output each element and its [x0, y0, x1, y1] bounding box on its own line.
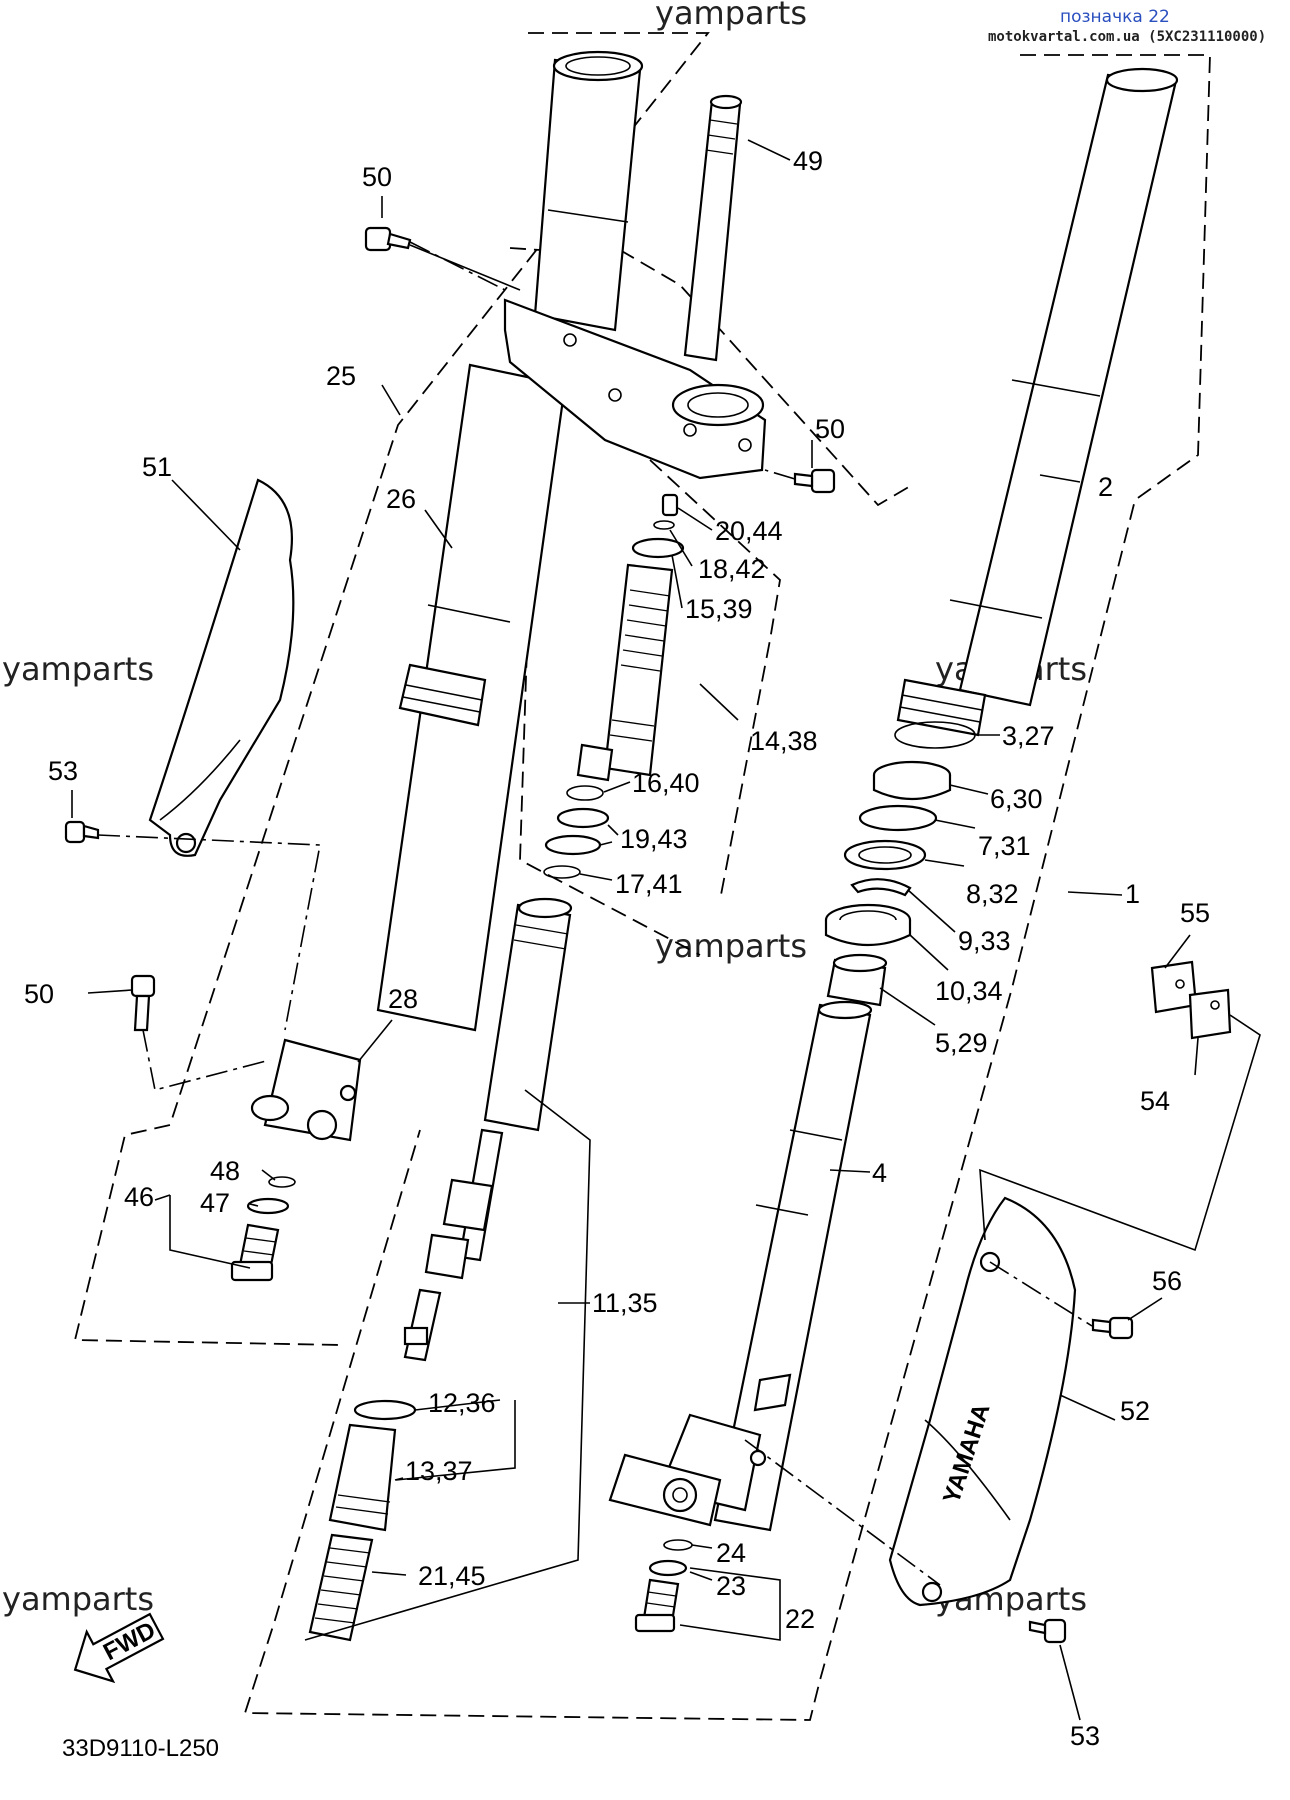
- triple-clamp: [503, 298, 767, 480]
- callout-23: 23: [716, 1571, 746, 1601]
- callout-19-43: 19,43: [620, 824, 688, 854]
- ring-24: [663, 1539, 693, 1551]
- brake-hose-clamp-54: [1188, 988, 1232, 1040]
- callout-12-36: 12,36: [428, 1388, 496, 1418]
- washer-47: [246, 1197, 290, 1215]
- callout-53-left: 53: [48, 756, 78, 786]
- header-source: motokvartal.com.ua (5XC231110000): [988, 29, 1266, 45]
- callout-52: 52: [1120, 1396, 1150, 1426]
- washer-7: [858, 804, 938, 832]
- callout-4: 4: [872, 1158, 887, 1188]
- callout-26: 26: [386, 484, 416, 514]
- callout-55: 55: [1180, 898, 1210, 928]
- callout-22: 22: [785, 1604, 815, 1634]
- callout-49: 49: [793, 146, 823, 176]
- group-border-inner: [649, 459, 781, 901]
- callout-17-41: 17,41: [615, 869, 683, 899]
- inner-tube-right: [608, 1000, 873, 1532]
- group-border-bridge: [619, 249, 913, 507]
- callout-56: 56: [1152, 1266, 1182, 1296]
- callout-25: 25: [326, 361, 356, 391]
- callout-1: 1: [1125, 879, 1140, 909]
- callout-48: 48: [210, 1156, 240, 1186]
- watermark-top: yamparts: [655, 0, 807, 32]
- ring-12: [353, 1399, 417, 1421]
- cap-bolt: [683, 94, 743, 362]
- callout-21-45: 21,45: [418, 1561, 486, 1591]
- callout-6-30: 6,30: [990, 784, 1043, 814]
- dust-seal-10: [824, 903, 912, 947]
- callout-5-29: 5,29: [935, 1028, 988, 1058]
- callout-3-27: 3,27: [1002, 721, 1055, 751]
- collar-13: [328, 1423, 397, 1532]
- callout-50-top: 50: [362, 162, 392, 192]
- callout-54: 54: [1140, 1086, 1170, 1116]
- group-border-1: [243, 54, 1211, 1721]
- watermark-bottom-left: yamparts: [2, 1580, 154, 1618]
- callout-47: 47: [200, 1188, 230, 1218]
- callout-10-34: 10,34: [935, 976, 1003, 1006]
- bolt-53-right: [1028, 1618, 1067, 1644]
- watermark-middle: yamparts: [655, 927, 807, 965]
- callout-8-32: 8,32: [966, 879, 1019, 909]
- callout-15-39: 15,39: [685, 594, 753, 624]
- header-title: позначка 22: [1060, 7, 1170, 27]
- bolt-56: [1091, 1316, 1134, 1340]
- bushing-5: [826, 953, 888, 1007]
- leader-lines: [71, 139, 1261, 1721]
- ring-3: [894, 721, 976, 749]
- callout-14-38: 14,38: [750, 726, 818, 756]
- bushing-6: [872, 760, 952, 801]
- callout-28: 28: [388, 984, 418, 1014]
- fork-tube-left: [250, 50, 644, 1142]
- damper-parts: [543, 493, 685, 879]
- group-border-25: [73, 32, 710, 1346]
- fork-guard-left: [148, 478, 295, 857]
- bolt-53-left: [64, 820, 100, 844]
- group-border-14-38: [509, 247, 701, 956]
- bolt-50-left: [130, 974, 156, 1032]
- callout-18-42: 18,42: [698, 554, 766, 584]
- clip-9: [850, 878, 912, 897]
- watermark-left: yamparts: [2, 650, 154, 688]
- outer-tube-right: [896, 67, 1179, 737]
- bolt-50-clamp: [793, 468, 836, 494]
- callout-53-right: 53: [1070, 1721, 1100, 1751]
- callout-20-44: 20,44: [715, 516, 783, 546]
- bolt-50-top: [364, 226, 412, 252]
- spring-21: [308, 1533, 374, 1642]
- washer-23: [648, 1559, 688, 1577]
- diagram-code: 33D9110-L250: [62, 1735, 219, 1762]
- oil-seal-8: [843, 839, 927, 871]
- drain-bolt-46: [230, 1223, 280, 1282]
- callout-16-40: 16,40: [632, 768, 700, 798]
- fork-guard-right: YAMAHA: [888, 1196, 1077, 1607]
- callout-46: 46: [124, 1182, 154, 1212]
- ring-48: [268, 1176, 296, 1188]
- callout-50-clamp: 50: [815, 414, 845, 444]
- callout-7-31: 7,31: [978, 831, 1031, 861]
- callout-11-35: 11,35: [592, 1288, 658, 1318]
- callout-2: 2: [1098, 472, 1113, 502]
- callout-51: 51: [142, 452, 172, 482]
- callout-13-37: 13,37: [405, 1456, 473, 1486]
- callout-24: 24: [716, 1538, 746, 1568]
- callout-9-33: 9,33: [958, 926, 1011, 956]
- drain-bolt-22: [634, 1578, 680, 1633]
- callout-50-left: 50: [24, 979, 54, 1009]
- damper-rod: [403, 897, 573, 1362]
